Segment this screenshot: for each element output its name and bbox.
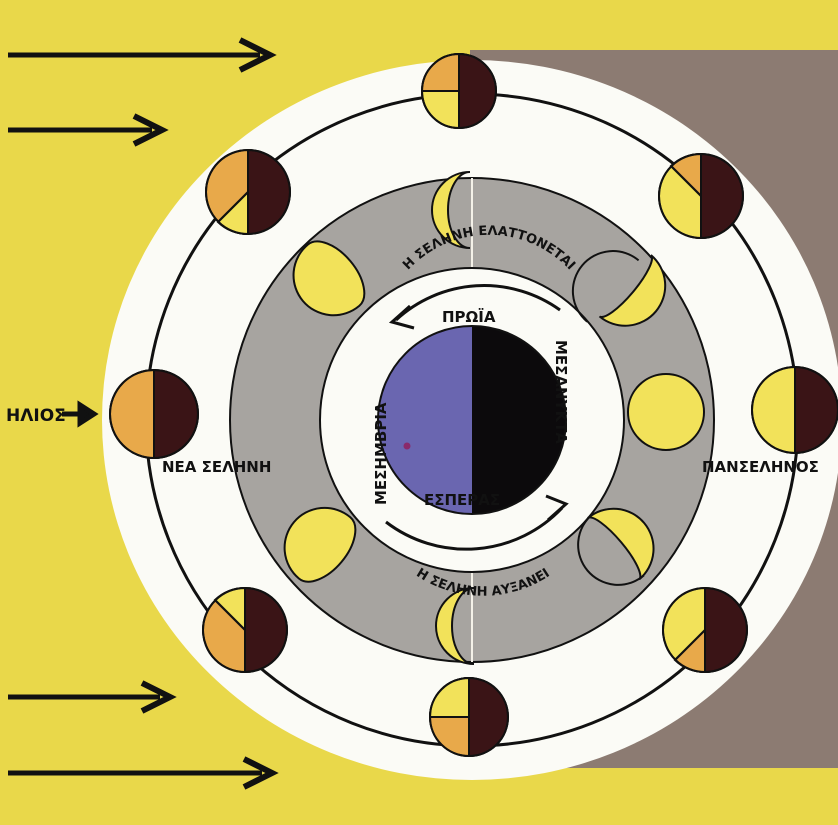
evening-label: ΕΣΠΕΡΑΣ bbox=[424, 491, 500, 509]
earth-icon bbox=[378, 326, 566, 514]
full-moon-label: ΠΑΝΣΕΛΗΝΟΣ bbox=[702, 458, 819, 476]
midnight-label: ΜΕΣΑΝΥΚΤΑ bbox=[552, 340, 570, 444]
noon-label: ΜΕΣΗΜΒΡΙΑ bbox=[372, 402, 390, 505]
morning-label: ΠΡΩΪΑ bbox=[442, 307, 496, 326]
new-moon-label: ΝΕΑ ΣΕΛΗΝΗ bbox=[162, 458, 271, 476]
sun-label: ΗΛΙΟΣ bbox=[6, 406, 66, 426]
